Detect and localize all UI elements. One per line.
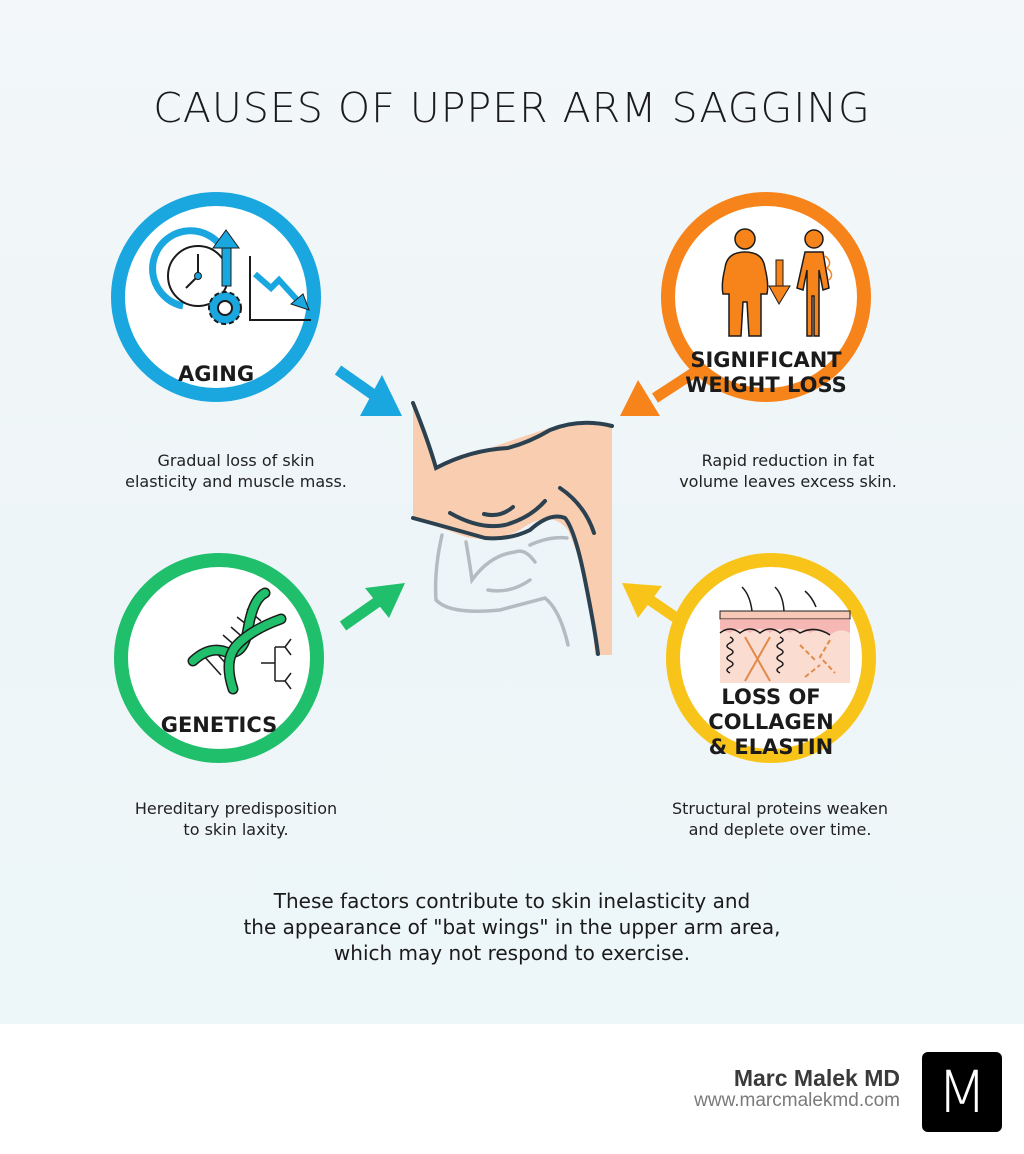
weight-loss-arrow-icon	[620, 365, 702, 416]
genetics-circle: GENETICS	[114, 553, 324, 763]
dna-icon	[187, 587, 292, 695]
summary-text: These factors contribute to skin inelast…	[243, 889, 781, 965]
weight-loss-figures-icon	[721, 228, 833, 337]
skin-layers-icon	[719, 586, 851, 683]
infographic: CAUSES OF UPPER ARM SAGGING	[0, 0, 1024, 1024]
brand-name: Marc Malek MD	[733, 1065, 900, 1091]
weight-loss-circle: SIGNIFICANT WEIGHT LOSS	[661, 192, 871, 402]
brand-logo: M	[922, 1052, 1002, 1132]
aging-circle: AGING	[111, 192, 321, 402]
page-title: CAUSES OF UPPER ARM SAGGING	[153, 84, 871, 132]
brand-url[interactable]: www.marcmalekmd.com	[694, 1090, 900, 1111]
aging-label: AGING	[177, 362, 255, 386]
aging-arrow-icon	[334, 365, 402, 416]
collagen-elastin-label: LOSS OF COLLAGEN & ELASTIN	[708, 685, 834, 759]
collagen-elastin-description: Structural proteins weaken and deplete o…	[672, 799, 888, 839]
genetics-arrow-icon	[339, 583, 405, 631]
aging-description: Gradual loss of skin elasticity and musc…	[125, 451, 347, 491]
aging-clock-gear-decline-icon	[149, 227, 311, 325]
footer	[0, 1024, 1024, 1154]
weight-loss-description: Rapid reduction in fat volume leaves exc…	[679, 451, 897, 491]
upper-arm-illustration	[411, 401, 614, 656]
collagen-elastin-circle: LOSS OF COLLAGEN & ELASTIN	[666, 553, 876, 763]
genetics-label: GENETICS	[160, 713, 278, 737]
weight-loss-label: SIGNIFICANT WEIGHT LOSS	[685, 348, 847, 397]
genetics-description: Hereditary predisposition to skin laxity…	[134, 799, 338, 839]
